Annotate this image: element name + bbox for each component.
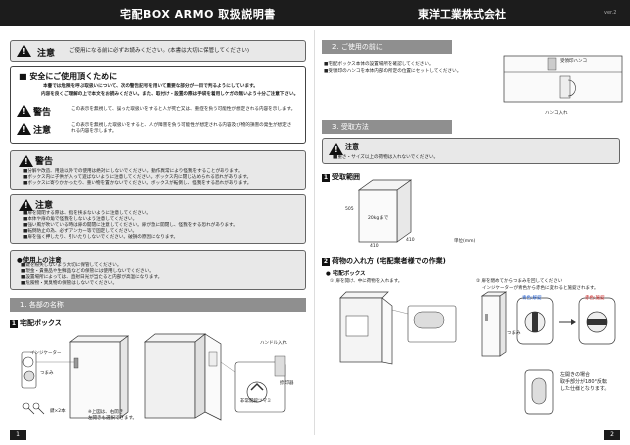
- safety-title: ■ 安全にご使用頂くために: [19, 72, 118, 81]
- warning-box-label: 警告: [35, 157, 54, 167]
- attention-label: 注意: [37, 49, 56, 59]
- label-handle: ハンドル入れ: [260, 341, 287, 346]
- dim-height: 505: [345, 207, 354, 212]
- label-knob-right: つまみ: [507, 331, 521, 336]
- dim-depth: 410: [406, 238, 415, 243]
- caution-definition: この表示を無視した取扱いをすると、人が障害を負う可能性が想定される内容及び物的損…: [71, 123, 292, 135]
- receiving-caution-text: ■重さ・サイズ以上の荷物は入れないでください。: [333, 155, 439, 160]
- label-cylinder: 非常開錠ツマミ: [240, 399, 272, 404]
- caution-triangle-icon: [17, 123, 31, 135]
- caution-line: ■本体や扉の角で怪我をしないよう注意してください。: [23, 217, 138, 222]
- parts-title: 宅配ボックス: [20, 319, 62, 327]
- warning-triangle-icon: [17, 45, 31, 57]
- page-number-left: 1: [10, 430, 26, 440]
- caution-line: ■扉を開閉する際は、指を挟まないように注意してください。: [23, 211, 152, 216]
- label-unlocked: 青色:解錠: [522, 296, 542, 301]
- label-knob: つまみ: [40, 371, 54, 376]
- left-open-note: 左開きの場合 取手部分が180°反転 した仕様となります。: [560, 372, 610, 392]
- safety-box: ■ 安全にご使用頂くために 本書では危険を呼ぶ取扱いについて、次の警告記号を用い…: [10, 66, 306, 144]
- usage-line: ■現金・貴重品や生鮮品などの保管には使用しないでください。: [21, 269, 154, 274]
- flow-sub: ● 宅配ボックス: [326, 271, 366, 277]
- label-locked: 赤色:施錠: [585, 296, 605, 301]
- key-icon: [22, 402, 45, 415]
- warning-triangle-icon: [19, 155, 33, 167]
- attention-text: ご使用になる前に必ずお読みください。(本書は大切に保管してください): [69, 48, 249, 54]
- usage-line: ■鍵を紛失しないよう大切に保管してください。: [21, 263, 122, 268]
- caution-label: 注意: [33, 126, 52, 136]
- warning-label: 警告: [33, 108, 52, 118]
- box-open-illustration: [144, 333, 286, 421]
- before-use-line: ■受領印のハンコを本体内部の所定の位置にセットしてください。: [324, 69, 462, 74]
- box-loading-illustration: [339, 291, 457, 365]
- safety-intro-1: 本書では危険を呼ぶ取扱いについて、次の警告記号を用いて重要な部分が一目で判るよう…: [43, 84, 258, 89]
- label-keys: 鍵×2本: [50, 409, 66, 414]
- usage-title: ●使用上の注意: [17, 256, 62, 264]
- label-stamp-holder: 受領印ハンコ: [560, 59, 587, 64]
- caution-triangle-icon: [19, 199, 33, 211]
- flow-title: 荷物の入れ方 (宅配業者様での作業): [332, 257, 446, 265]
- step-2b: インジケーターが青色から赤色に変わると施錠されます。: [482, 286, 599, 291]
- warning-box: 警告 ■分解や改造、用途以外での使用は絶対にしないでください。動作異常により怪我…: [10, 150, 306, 190]
- section-parts-names: 1. 各部の名称: [10, 298, 306, 312]
- box-locked-illustration: [480, 291, 508, 357]
- label-stamp: 捺印器: [280, 381, 294, 386]
- box-front-illustration: [21, 335, 130, 419]
- receiving-caution-box: 注意 ■重さ・サイズ以上の荷物は入れないでください。: [322, 138, 620, 164]
- safety-intro-2: 内容を良くご理解の上で本文をお読みください。また、取付け・設置の際は手袋を着用し…: [41, 92, 299, 97]
- flow-number: 2: [322, 258, 330, 266]
- usage-box: ●使用上の注意 ■鍵を紛失しないよう大切に保管してください。 ■現金・貴重品や生…: [10, 250, 306, 290]
- range-title: 受取範囲: [332, 173, 360, 181]
- caution-triangle-icon: [329, 143, 343, 155]
- dim-weight: 20kgまで: [368, 216, 389, 221]
- warning-line: ■ボックスに寄りかかったり、重い物を置かないでください。ボックスが転倒し、怪我を…: [23, 181, 252, 186]
- label-indicator: インジケーター: [30, 351, 62, 356]
- warning-triangle-icon: [17, 105, 31, 117]
- warning-line: ■ボックス内に子供が入って遊ばないように注意してください。ボックス内に閉じ込めら…: [23, 175, 252, 180]
- step-2: ② 扉を閉めてからつまみを回してください: [476, 279, 563, 284]
- dim-unit: 単位(mm): [454, 239, 476, 244]
- warning-definition: この表示を無視して、誤った取扱いをすると人が死亡又は、重症を負う可能性が想定され…: [71, 107, 296, 112]
- warning-line: ■分解や改造、用途以外での使用は絶対にしないでください。動作異常により怪我をする…: [23, 169, 243, 174]
- receiving-caution-label: 注意: [345, 143, 359, 151]
- version-label: ver.2: [604, 10, 617, 16]
- caution-line: ■転倒防止の為、必ずアンカー等で固定してください。: [23, 229, 138, 234]
- usage-line: ■設置場所によっては、直射日光が当たると内部が高温になります。: [21, 275, 163, 280]
- range-number: 1: [322, 174, 330, 182]
- header-bar: 宅配BOX ARMO 取扱説明書 東洋工業株式会社 ver.2: [0, 0, 630, 26]
- section-receiving: 3. 受取方法: [322, 120, 452, 134]
- caution-box-label: 注意: [35, 201, 54, 211]
- label-handle-case: ハンコ入れ: [545, 111, 568, 116]
- parts-number: 1: [10, 320, 18, 328]
- caution-line: ■扉を強く押したり、引いたりしないでください。破損の原因になります。: [23, 235, 179, 240]
- before-use-line: ■宅配ボックス本体の設置場所を確認してください。: [324, 62, 434, 67]
- attention-banner: 注意 ご使用になる前に必ずお読みください。(本書は大切に保管してください): [10, 40, 306, 62]
- dim-width: 410: [370, 244, 379, 249]
- size-range-illustration: [357, 179, 413, 243]
- document-title: 宅配BOX ARMO 取扱説明書: [120, 8, 276, 21]
- caution-box: 注意 ■扉を開閉する際は、指を挟まないように注意してください。 ■本体や扉の角で…: [10, 194, 306, 244]
- step-1: ① 扉を開け、中に荷物を入れます。: [330, 279, 403, 284]
- page-divider: [314, 30, 315, 435]
- parts-note: ※上図は、右開き 左開きも選択できます。: [88, 410, 138, 421]
- section-before-use: 2. ご使用の前に: [322, 40, 452, 54]
- knob-turn-illustration: [516, 297, 616, 415]
- company-name: 東洋工業株式会社: [418, 8, 506, 21]
- usage-line: ■危険物・異臭物の保管はしないでください。: [21, 281, 118, 286]
- page-number-right: 2: [604, 430, 620, 440]
- stamp-holder-illustration: [503, 55, 623, 103]
- caution-line: ■強い風が吹いている時は扉の開閉に注意してください。扉が急に開閉し、怪我をする恐…: [23, 223, 238, 228]
